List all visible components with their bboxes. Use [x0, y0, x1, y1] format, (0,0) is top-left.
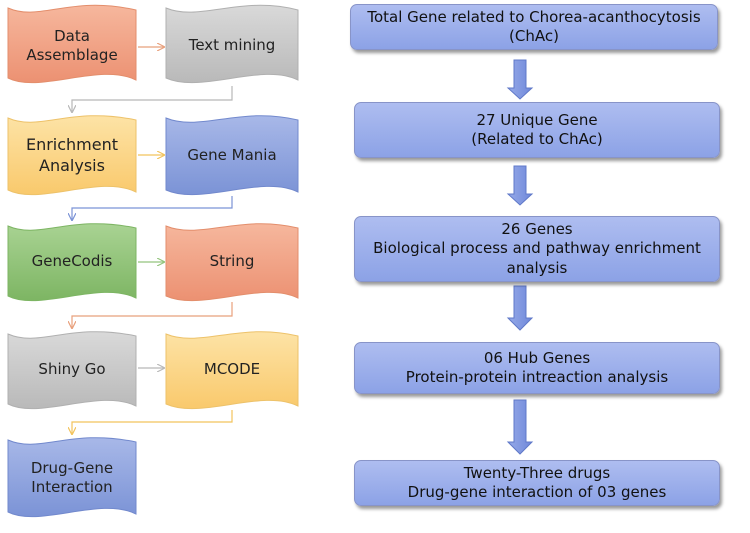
node-genecodis-label: GeneCodis: [31, 252, 113, 271]
step-3-detail: Biological process and pathway enrichmen…: [373, 239, 701, 277]
node-mcode-shape: [165, 331, 299, 410]
step-1-detail: (ChAc): [509, 27, 559, 45]
node-genecodis-shape: [7, 223, 137, 302]
pipeline-step-enrichment: 26 Genes Biological process and pathway …: [354, 216, 720, 282]
step-4-detail: Protein-protein intreaction analysis: [405, 368, 669, 386]
pipeline-arrow-1: [506, 59, 534, 100]
node-mcode-label: MCODE: [203, 360, 261, 379]
node-drug-gene-interaction-shape: [7, 437, 137, 518]
node-string-label: String: [209, 252, 255, 271]
pipeline-step-unique-genes: 27 Unique Gene (Related to ChAc): [354, 102, 720, 158]
node-shiny-go-shape: [7, 331, 137, 410]
node-string-shape: [165, 223, 299, 302]
step-5-detail: Drug-gene interaction of 03 genes: [407, 483, 667, 501]
step-2-title: 27 Unique Gene: [476, 110, 598, 129]
node-gene-mania-shape: [165, 115, 299, 196]
pipeline-step-hub-genes: 06 Hub Genes Protein-protein intreaction…: [354, 342, 720, 394]
node-gene-mania-label: Gene Mania: [187, 146, 277, 165]
step-2-detail: (Related to ChAc): [471, 130, 603, 148]
node-data-assemblage-label: Data Assemblage: [26, 26, 118, 65]
node-text-mining-label: Text mining: [188, 36, 276, 55]
step-1-title: Total Gene related to Chorea-acanthocyto…: [367, 7, 701, 26]
pipeline-arrow-4: [506, 399, 534, 455]
step-5-title: Twenty-Three drugs: [463, 463, 611, 482]
pipeline-step-total-genes: Total Gene related to Chorea-acanthocyto…: [350, 4, 718, 50]
connector-string-to-shinygo: [72, 302, 233, 328]
connector-mcode-to-druggene: [72, 410, 233, 434]
pipeline-arrow-3: [506, 285, 534, 331]
node-shiny-go-label: Shiny Go: [38, 360, 106, 379]
step-3-title: 26 Genes: [501, 219, 573, 238]
pipeline-arrow-2: [506, 165, 534, 206]
node-text-mining-shape: [165, 4, 299, 84]
connector-genemania-to-genecodis: [72, 196, 233, 220]
node-data-assemblage-shape: [7, 4, 137, 84]
node-enrichment-analysis-shape: [7, 115, 137, 196]
pipeline-step-drugs: Twenty-Three drugs Drug-gene interaction…: [354, 460, 720, 506]
connector-textmining-to-enrichment: [72, 86, 233, 112]
step-4-title: 06 Hub Genes: [483, 348, 591, 367]
node-enrichment-analysis-label: Enrichment Analysis: [25, 135, 119, 175]
node-drug-gene-interaction-label: Drug-Gene Interaction: [30, 458, 114, 497]
